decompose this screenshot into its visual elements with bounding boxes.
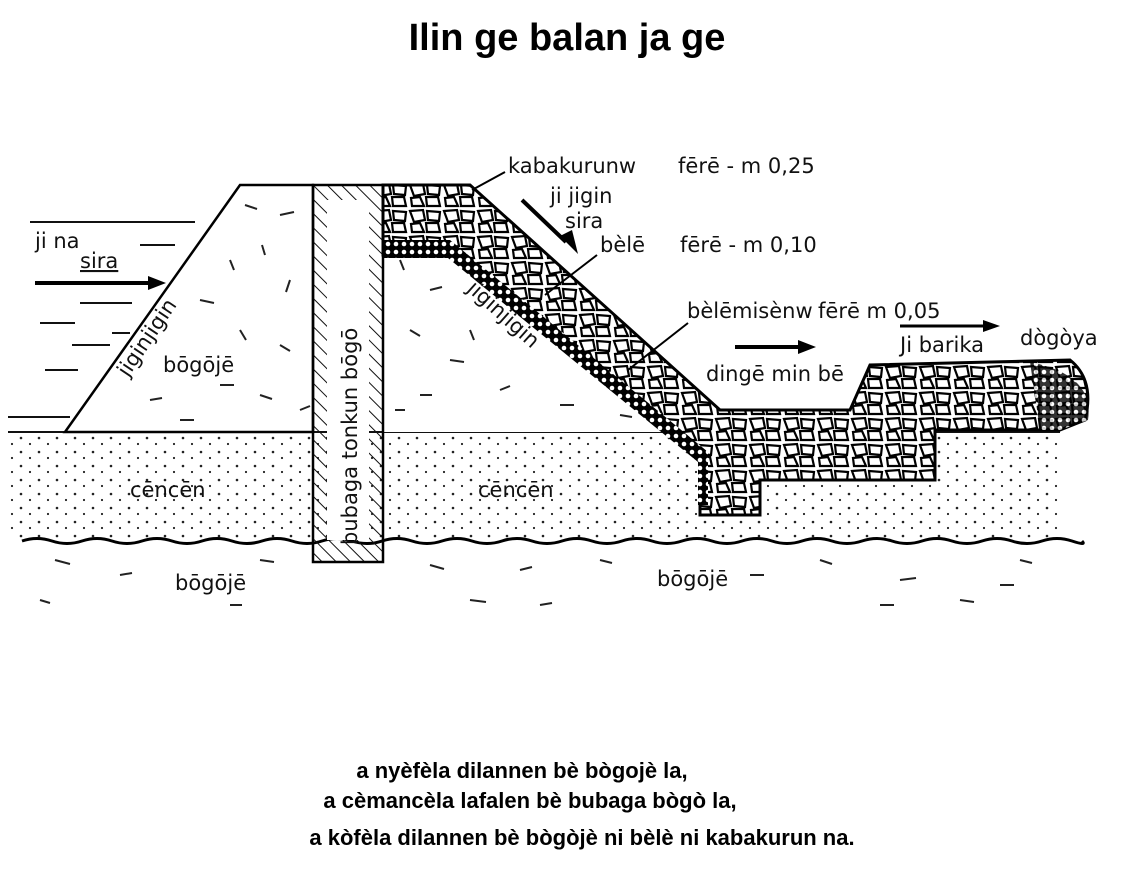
label-bele: bèlē	[600, 233, 645, 257]
label-core-wall: bubaga tonkun bōgō	[338, 328, 362, 545]
flow-arrow-basin	[735, 340, 816, 354]
label-cencen-left: cēncēn	[130, 478, 206, 502]
label-fere-025: fērē - m 0,25	[678, 154, 815, 178]
label-fere-010: fērē - m 0,10	[680, 233, 817, 257]
embankment-texture	[149, 204, 311, 421]
label-bogoje-ground-left: bōgōjē	[175, 571, 246, 595]
label-belemisenw: bèlēmisènw	[687, 299, 813, 323]
flow-arrow-upstream	[35, 276, 166, 290]
label-kabakurunw: kabakurunw	[508, 154, 636, 178]
label-sira-right: sira	[565, 209, 603, 233]
caption-line-2: a cèmancèla lafalen bè bubaga bògò la,	[323, 788, 736, 813]
core-wall-label-bg	[327, 200, 369, 540]
label-sira-left: sira	[80, 249, 118, 273]
leader-lines	[471, 171, 689, 371]
flow-arrow-slope	[520, 198, 578, 254]
caption-line-3: a kòfèla dilannen bè bògòjè ni bèlè ni k…	[309, 825, 854, 850]
label-cencen-right: cēncēn	[478, 478, 554, 502]
label-dogoya: dògòya	[1020, 326, 1098, 350]
label-ji-jigin: ji jigin	[549, 184, 613, 208]
label-bogoje-dam: bōgōjē	[163, 353, 234, 377]
clay-boundary	[21, 537, 1085, 545]
caption-line-1: a nyèfèla dilannen bè bògojè la,	[356, 758, 687, 783]
embankment-texture-right	[395, 259, 633, 418]
gravel-end	[1030, 362, 1089, 430]
upstream-water	[8, 221, 195, 418]
label-fere-005: fērē m 0,05	[818, 299, 940, 323]
clay-texture	[39, 559, 1033, 606]
diagram-title: Ilin ge balan ja ge	[409, 17, 726, 59]
label-ji-barika: Ji barika	[898, 333, 984, 357]
label-bogoje-ground-right: bōgōjē	[657, 567, 728, 591]
flow-arrow-downstream	[900, 320, 1000, 332]
label-dinge-min-be: dingē min bē	[706, 362, 844, 386]
label-ji-na: ji na	[34, 229, 80, 253]
